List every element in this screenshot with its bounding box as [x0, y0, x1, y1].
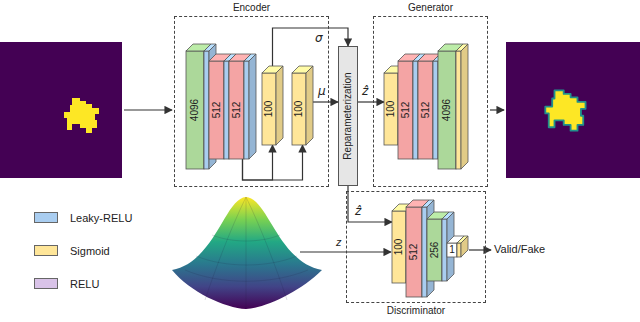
- layer-block: 100: [262, 66, 283, 145]
- layer-front: [457, 243, 461, 257]
- legend-item: Sigmoid: [34, 244, 110, 258]
- group-title: Encoder: [233, 3, 270, 13]
- signal-label: z: [336, 236, 342, 249]
- verdict-arrow: [469, 249, 491, 250]
- layer-front: [427, 219, 442, 281]
- mesh-line: [185, 270, 308, 281]
- layer-size: 512: [421, 102, 431, 119]
- layer-size: 512: [232, 102, 242, 119]
- layer-front: [229, 61, 244, 159]
- legend-text: RELU: [70, 277, 99, 291]
- layer-size: 100: [394, 239, 404, 256]
- layer-front: [392, 211, 406, 283]
- connector-arrow: [358, 101, 384, 102]
- process-label: Reparameterization: [343, 72, 353, 159]
- input-image: [0, 42, 122, 178]
- layer-size: 512: [401, 102, 411, 119]
- mesh-line: [205, 197, 246, 300]
- process-box: Reparameterization: [338, 46, 358, 186]
- layer-side: [249, 54, 256, 159]
- layer-size: 512: [409, 244, 419, 261]
- layer-block: 4096: [438, 44, 468, 169]
- edge-label: ẑ: [361, 84, 369, 98]
- layer-side: [276, 66, 283, 145]
- layer-size: 100: [386, 101, 396, 118]
- layer-front: [406, 207, 422, 297]
- output-arrow: [490, 109, 504, 110]
- edge-label: ẑ: [354, 204, 362, 218]
- dashed-group-box: Encoder4096512512100100: [174, 16, 329, 187]
- gaussian-surface: [172, 197, 322, 309]
- mesh-line: [246, 197, 287, 300]
- input-arrow: [124, 109, 172, 110]
- layer-front: [209, 61, 224, 159]
- layer-front: [438, 51, 456, 169]
- layer-block: 100: [292, 66, 313, 145]
- layer-size: 100: [294, 101, 304, 118]
- output-label: Valid/Fake: [494, 243, 545, 256]
- connector-arrow: [313, 101, 338, 102]
- edge-label: μ: [317, 84, 327, 98]
- layer-front: [442, 219, 447, 281]
- layer-side: [461, 44, 468, 169]
- group-title: Discriminator: [387, 306, 445, 316]
- layer-front: [413, 61, 418, 159]
- group-title: Generator: [408, 3, 453, 13]
- legend-text: Leaky-RELU: [70, 211, 132, 225]
- dashed-group-box: Discriminator1005122561: [346, 191, 486, 303]
- legend-swatch: [34, 245, 58, 256]
- layer-size: 256: [430, 242, 440, 259]
- layer-front: [186, 51, 204, 169]
- layer-side: [306, 66, 313, 145]
- layer-front: [456, 51, 461, 169]
- connector-arrow: [273, 28, 349, 66]
- layer-block: 512: [229, 54, 256, 159]
- layer-front: [262, 73, 276, 145]
- layer-size: 512: [212, 102, 222, 119]
- layer-size: 4096: [190, 99, 200, 121]
- layer-front: [204, 51, 209, 169]
- layer-front: [224, 61, 229, 159]
- layer-block: 1: [447, 236, 468, 257]
- layer-front: [292, 73, 306, 145]
- legend-swatch: [34, 212, 58, 223]
- output-shape: [545, 90, 585, 130]
- layer-front: [433, 61, 438, 159]
- layer-front: [422, 207, 427, 297]
- layer-front: [418, 61, 433, 159]
- input-shape: [64, 98, 99, 133]
- gaussian-mesh: [185, 197, 308, 309]
- layer-side: [461, 236, 468, 257]
- layer-front: [447, 243, 457, 257]
- legend-item: Leaky-RELU: [34, 211, 132, 225]
- layer-size: 1: [449, 245, 455, 255]
- layer-front: [384, 73, 398, 145]
- output-image: [506, 42, 640, 178]
- layer-size: 100: [264, 101, 274, 118]
- layer-front: [244, 61, 249, 159]
- legend-item: RELU: [34, 277, 99, 291]
- layer-front: [398, 61, 413, 159]
- mesh-line: [246, 197, 247, 309]
- edge-label: σ: [314, 31, 324, 45]
- legend-swatch: [34, 278, 58, 289]
- layer-size: 4096: [442, 99, 452, 121]
- mesh-line: [196, 256, 297, 265]
- dashed-group-box: Generator1005125124096: [373, 16, 488, 187]
- legend-text: Sigmoid: [70, 244, 110, 258]
